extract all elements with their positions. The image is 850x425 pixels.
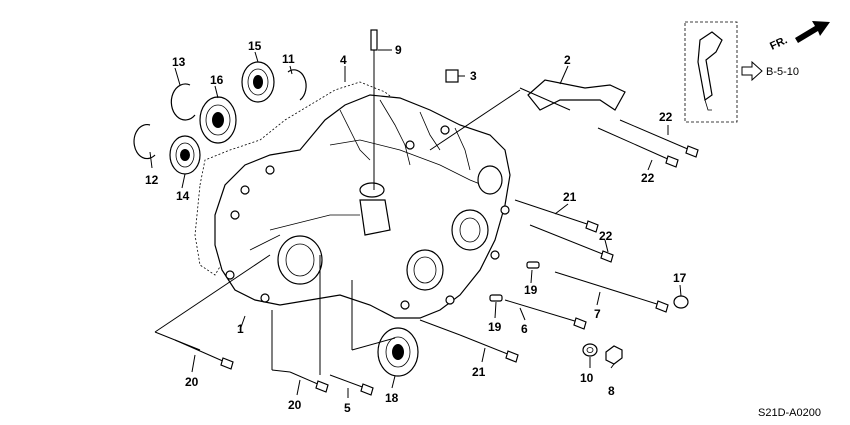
callout-14: 14	[176, 189, 190, 203]
transmission-case	[194, 81, 511, 319]
bolt-21-lower-mid	[459, 334, 519, 363]
dowel-pin-19-upper	[526, 261, 540, 269]
callout-21-left: 20	[185, 375, 199, 389]
bolt-22-upper	[619, 119, 699, 158]
bearing-15	[241, 61, 275, 103]
bolt-21-left	[174, 339, 234, 370]
bearing-14	[169, 135, 201, 175]
callout-22-mid: 22	[641, 171, 655, 185]
callout-22-upper: 22	[659, 110, 673, 124]
callout-12: 12	[145, 173, 159, 187]
leader-lines	[149, 49, 682, 398]
bolt-22-lower	[529, 224, 614, 263]
bolt-7	[554, 271, 669, 313]
bracket-2	[527, 79, 626, 111]
washer-10	[582, 343, 598, 357]
callout-8: 8	[608, 384, 615, 398]
reference-label: B-5-10	[766, 66, 799, 78]
callout-11: 11	[282, 52, 295, 66]
fr-label: FR.	[768, 34, 789, 52]
drain-plug-8	[605, 345, 623, 365]
snap-ring-12	[133, 123, 156, 160]
callout-7: 7	[594, 307, 601, 321]
callout-21-right: 21	[563, 190, 577, 204]
callout-1: 1	[237, 322, 244, 336]
callout-20: 20	[288, 398, 302, 412]
snap-ring-13	[170, 83, 196, 121]
front-direction-indicator: FR.	[768, 21, 830, 53]
hollow-arrow-icon	[741, 60, 763, 82]
bolt-5	[329, 374, 374, 396]
callout-22-lower: 22	[599, 229, 613, 243]
callout-6: 6	[521, 322, 528, 336]
callout-2: 2	[564, 53, 571, 67]
callout-13: 13	[172, 55, 186, 69]
bearing-16	[199, 96, 237, 144]
inset-detail	[684, 21, 738, 123]
nut-17	[673, 295, 689, 309]
callout-4: 4	[340, 53, 347, 67]
callout-15: 15	[248, 39, 262, 53]
plug-3	[445, 69, 459, 83]
callout-19-upper: 19	[524, 283, 538, 297]
callout-19-lower: 19	[488, 320, 502, 334]
bolt-20	[289, 371, 329, 393]
callout-3: 3	[470, 69, 477, 83]
reference-arrow: B-5-10	[741, 60, 799, 82]
diagram-code: S21D-A0200	[758, 407, 821, 419]
bolt-21-right	[514, 199, 599, 233]
oil-seal-18	[377, 327, 419, 377]
callout-16: 16	[210, 73, 224, 87]
snap-ring-11	[287, 69, 307, 101]
dowel-pin-19-lower	[489, 294, 503, 302]
callout-5: 5	[344, 401, 351, 415]
callout-18: 18	[385, 391, 399, 405]
callout-17: 17	[673, 271, 687, 285]
callout-9: 9	[395, 43, 402, 57]
callout-labels: 13 16 15 11 12 14 4 9 3 2 22 22 21 22 17…	[145, 39, 687, 415]
callout-21-lower-mid: 21	[472, 365, 486, 379]
bolt-22-mid	[597, 127, 679, 168]
fr-arrow-icon	[795, 21, 830, 43]
bolt-6	[504, 299, 587, 330]
callout-10: 10	[580, 371, 594, 385]
dipstick	[370, 29, 378, 190]
